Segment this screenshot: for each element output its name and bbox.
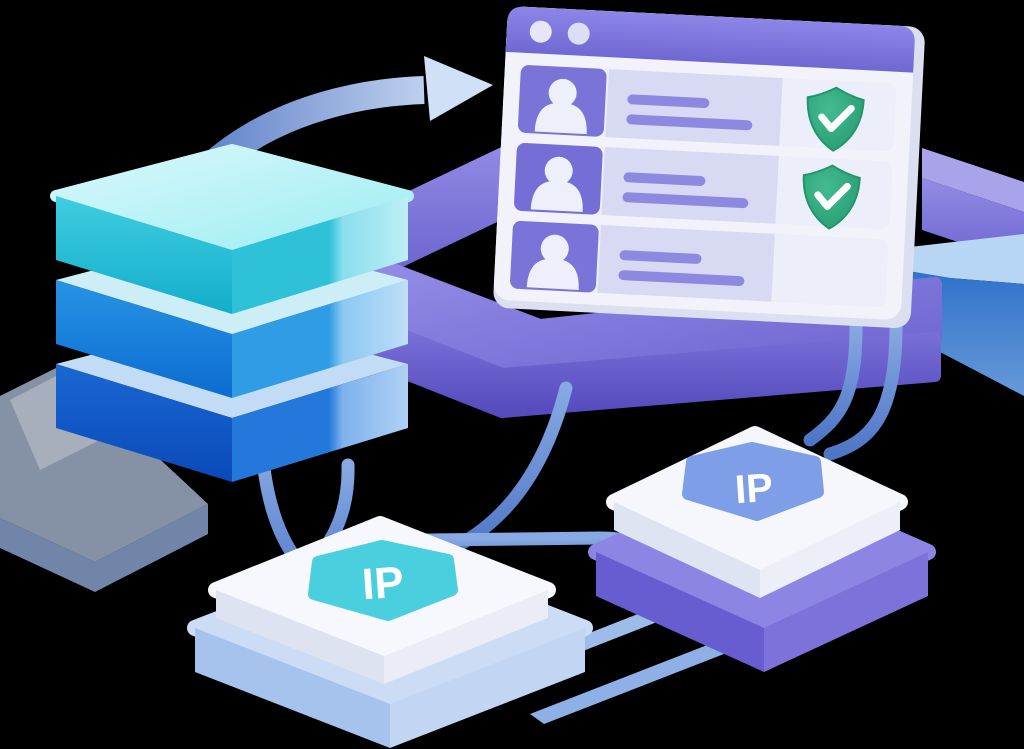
- connector-tubes-right: [803, 319, 903, 461]
- database-stack: [50, 144, 414, 482]
- text-line: [618, 270, 745, 287]
- text-line: [626, 114, 753, 131]
- user-row[interactable]: [510, 220, 889, 308]
- ip-node-left-top: [208, 516, 556, 684]
- text-line: [619, 250, 702, 264]
- db-layer-top: [50, 144, 414, 314]
- text-line: [627, 94, 710, 109]
- ip-node-left: IP: [187, 516, 593, 748]
- connector-tube: [823, 319, 903, 461]
- text-line: [622, 192, 749, 209]
- ip-badge-hexagon-blue: [682, 442, 824, 521]
- ip-badge-hexagon-cyan: [308, 540, 458, 621]
- user-row[interactable]: [514, 143, 893, 232]
- connector-tube: [803, 319, 863, 447]
- purple-ribbon-upper: [390, 141, 514, 273]
- ip-label-left: IP: [360, 558, 405, 610]
- ribbon-top-face: [922, 148, 1024, 212]
- window-dot-icon[interactable]: [567, 22, 590, 45]
- browser-window: [493, 6, 925, 328]
- ip-label-right: IP: [734, 466, 775, 513]
- window-dot-icon[interactable]: [529, 20, 552, 43]
- ip-node-right: IP: [588, 426, 936, 672]
- text-line: [623, 172, 706, 186]
- user-row[interactable]: [517, 65, 897, 154]
- window-titlebar: [505, 6, 915, 73]
